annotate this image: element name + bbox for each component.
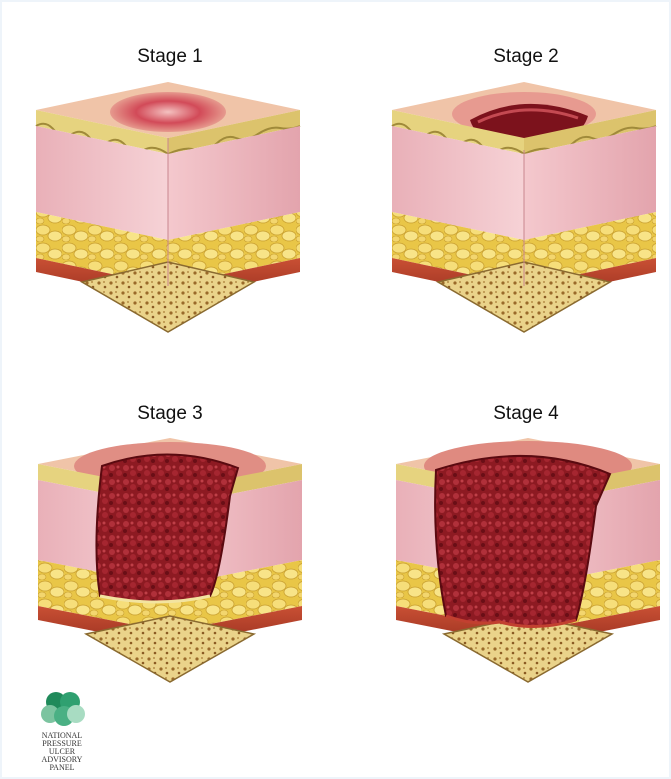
stage-4-diagram bbox=[396, 436, 660, 686]
stage-1-diagram bbox=[36, 80, 300, 336]
stage-4-title: Stage 4 bbox=[426, 403, 626, 425]
stage-2-title: Stage 2 bbox=[426, 46, 626, 68]
npuap-logo-text: NATIONAL PRESSURE ULCER ADVISORY PANEL bbox=[32, 732, 92, 772]
stage-3-diagram bbox=[38, 436, 302, 686]
stage-1-title: Stage 1 bbox=[70, 46, 270, 68]
redness-area bbox=[110, 92, 226, 132]
npuap-logo-icon bbox=[34, 690, 94, 730]
stage-3-title: Stage 3 bbox=[70, 403, 270, 425]
logo-line: PANEL bbox=[32, 764, 92, 772]
stage-2-diagram bbox=[392, 80, 656, 336]
